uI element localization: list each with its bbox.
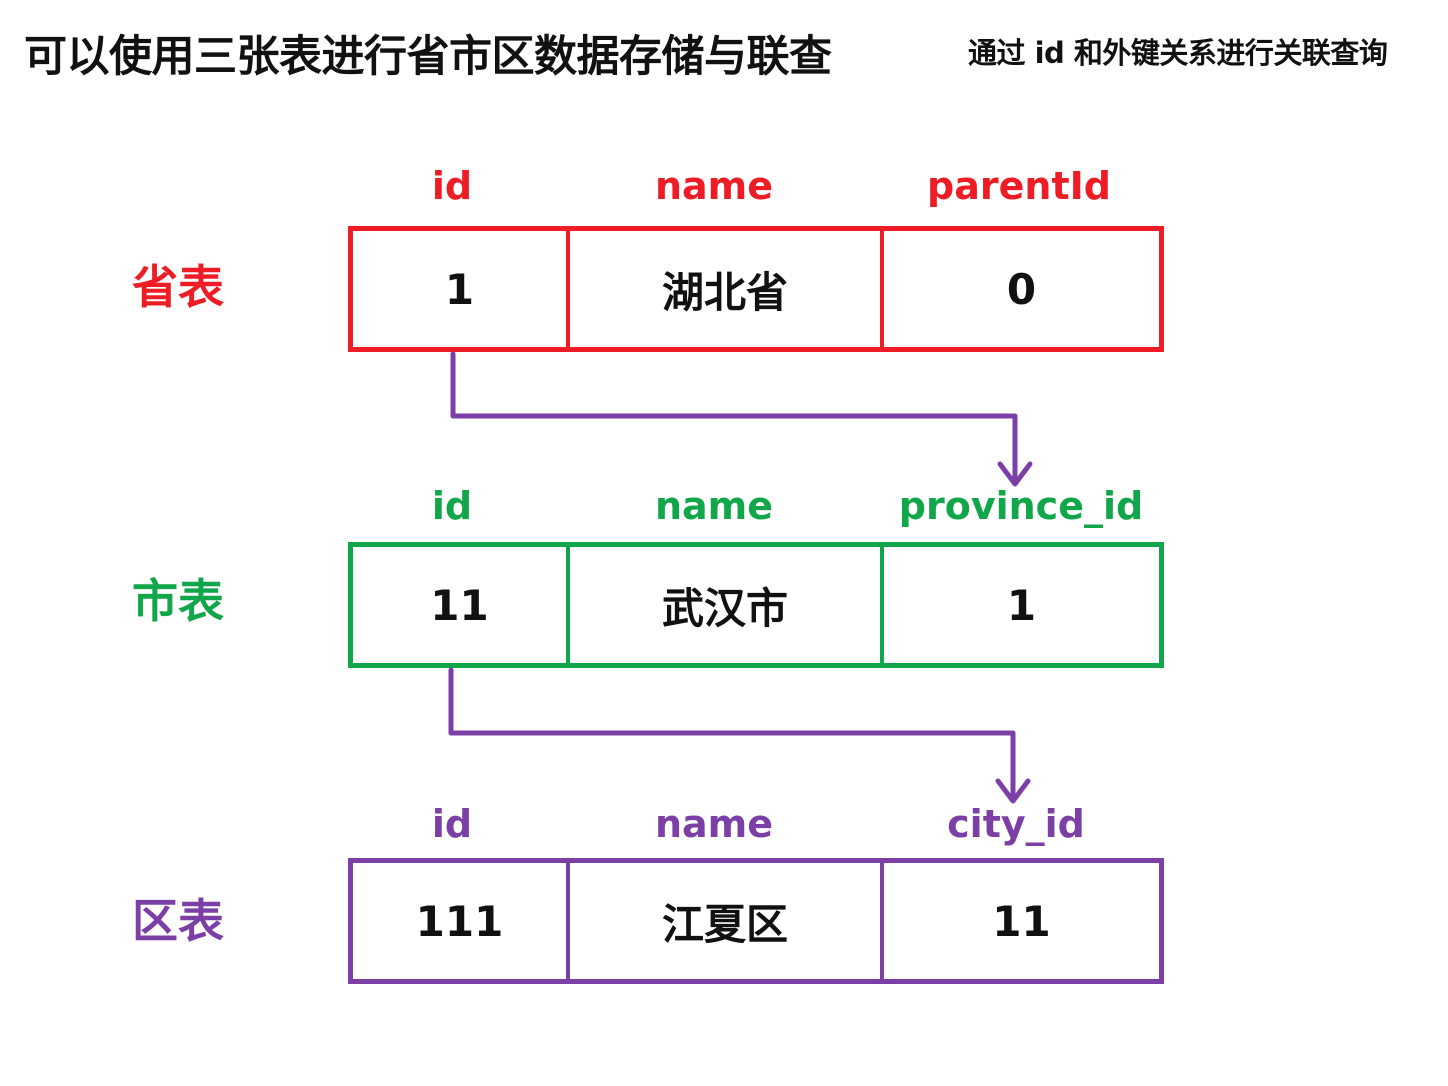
city-header-id: id xyxy=(431,484,473,528)
province-header-id: id xyxy=(431,164,473,208)
district-cell-id: 111 xyxy=(415,896,504,946)
district-cell-name: 江夏区 xyxy=(566,863,880,979)
province-header-name: name xyxy=(654,164,774,208)
province-cell-name: 湖北省 xyxy=(566,231,880,347)
city-table: 11 武汉市 1 xyxy=(348,542,1164,668)
city-table-label: 市表 xyxy=(132,574,224,628)
province-table: 1 湖北省 0 xyxy=(348,226,1164,352)
province-header-parentid: parentId xyxy=(927,164,1111,208)
city-to-district-arrow xyxy=(448,667,1031,804)
city-header-province-id: province_id xyxy=(898,484,1144,528)
province-cell-id: 1 xyxy=(444,264,475,314)
city-cell-id: 11 xyxy=(430,580,489,630)
province-cell-parentid: 0 xyxy=(880,231,1159,347)
district-table-label: 区表 xyxy=(132,894,224,948)
province-to-city-arrow xyxy=(450,351,1033,487)
district-table: 111 江夏区 11 xyxy=(348,858,1164,984)
subtitle: 通过 id 和外键关系进行关联查询 xyxy=(968,36,1388,70)
city-cell-name: 武汉市 xyxy=(566,547,880,663)
district-header-city-id: city_id xyxy=(947,802,1085,846)
district-header-name: name xyxy=(654,802,774,846)
province-table-label: 省表 xyxy=(132,260,224,314)
main-title: 可以使用三张表进行省市区数据存储与联查 xyxy=(24,32,832,82)
city-header-name: name xyxy=(654,484,774,528)
district-header-id: id xyxy=(431,802,473,846)
city-cell-province-id: 1 xyxy=(880,547,1159,663)
district-cell-city-id: 11 xyxy=(880,863,1159,979)
